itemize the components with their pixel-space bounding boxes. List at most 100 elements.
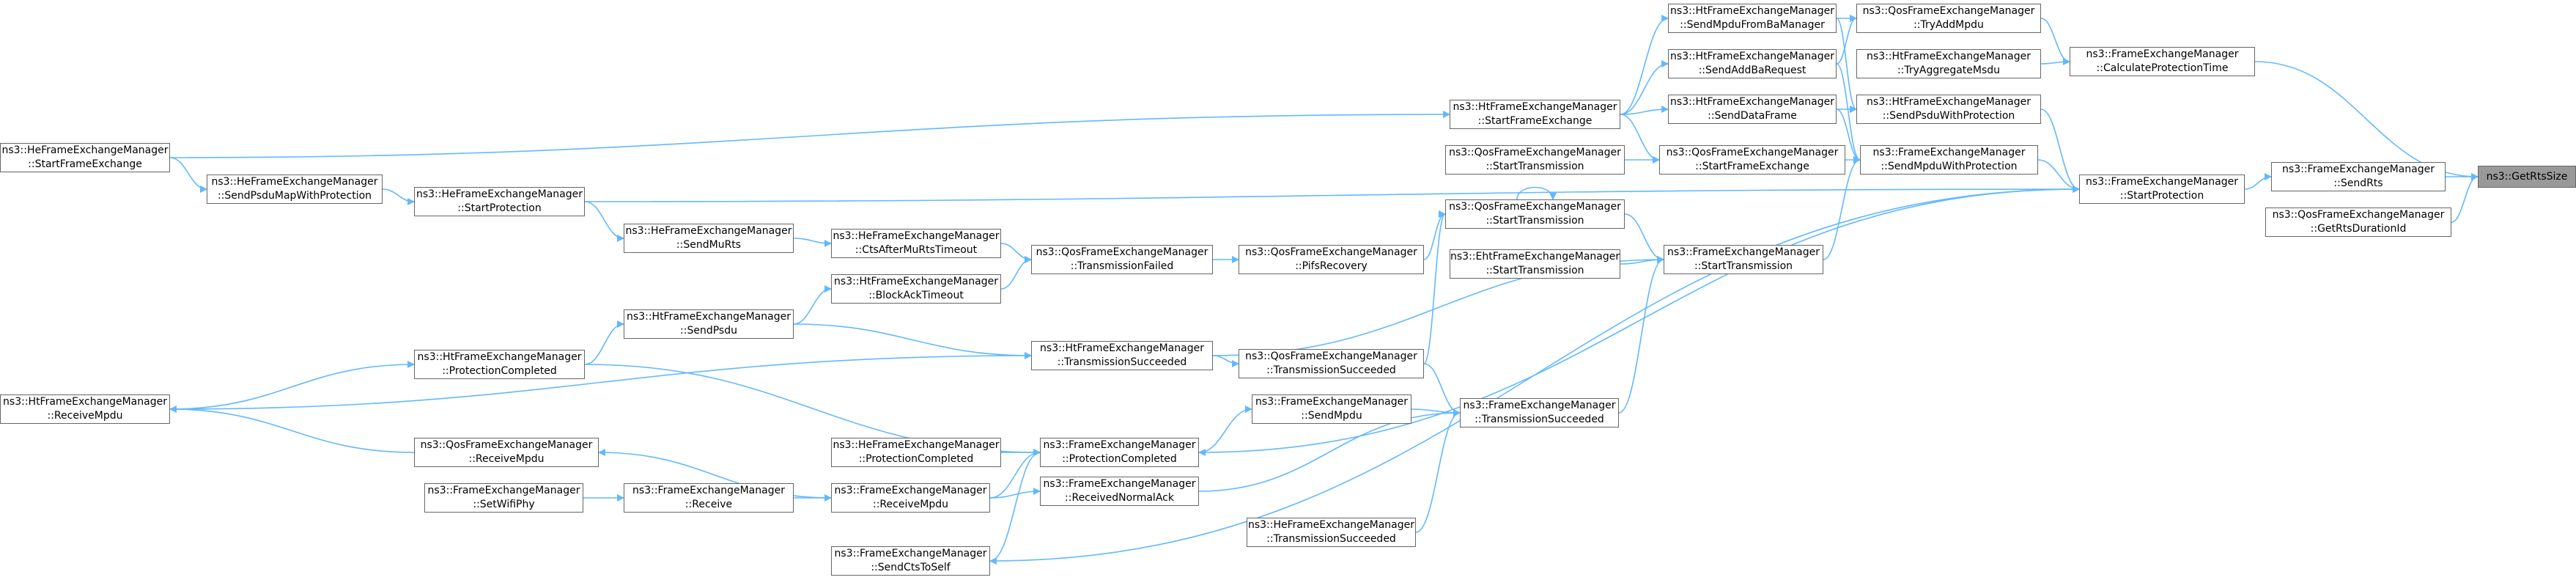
node-fe-prot-completed[interactable]: ns3::FrameExchangeManager::ProtectionCom… [1040, 438, 1199, 467]
node-method-label: ::TransmissionFailed [1070, 260, 1174, 272]
node-class-label: ns3::HeFrameExchangeManager [416, 188, 583, 200]
node-he-prot-completed[interactable]: ns3::HeFrameExchangeManager::ProtectionC… [831, 438, 1001, 467]
node-fe-send-mpdu-with-prot[interactable]: ns3::FrameExchangeManager::SendMpduWithP… [1860, 145, 2038, 175]
node-qos-start-trans2[interactable]: ns3::QosFrameExchangeManager::StartTrans… [1445, 145, 1625, 175]
edge-he-start-frame-exch-to-he-send-psdu-map [169, 157, 207, 193]
node-method-label: ::GetRtsDurationId [2310, 223, 2407, 235]
node-ht-send-add-ba[interactable]: ns3::HtFrameExchangeManager::SendAddBaRe… [1668, 49, 1837, 78]
node-qos-try-add-mpdu[interactable]: ns3::QosFrameExchangeManager::TryAddMpdu [1856, 4, 2041, 33]
node-ht-block-ack-timeout[interactable]: ns3::HtFrameExchangeManager::BlockAckTim… [831, 274, 1001, 304]
node-class-label: ns3::FrameExchangeManager [1255, 396, 1408, 408]
edge-he-trans-succ-to-fe-trans-succ [1415, 409, 1461, 533]
node-method-label: ::SendMpduWithProtection [1881, 161, 2018, 172]
node-ht-start-frame-exch[interactable]: ns3::HtFrameExchangeManager::StartFrameE… [1450, 100, 1620, 129]
node-method-label: ::StartProtection [457, 202, 542, 214]
node-method-label: ::TryAddMpdu [1913, 19, 1984, 31]
node-method-label: ::StartTransmission [1486, 215, 1584, 227]
node-he-start-frame-exch[interactable]: ns3::HeFrameExchangeManager::StartFrameE… [0, 143, 170, 172]
node-ht-send-data-frame[interactable]: ns3::HtFrameExchangeManager::SendDataFra… [1668, 95, 1837, 124]
node-method-label: ::SendAddBaRequest [1698, 65, 1806, 76]
node-fe-trans-succ[interactable]: ns3::FrameExchangeManager::TransmissionS… [1460, 398, 1619, 427]
node-ht-send-psdu[interactable]: ns3::HtFrameExchangeManager::SendPsdu [624, 309, 794, 339]
edge-ht-block-ack-timeout-to-qos-trans-failed [1000, 256, 1032, 290]
node-method-label: ::SendDataFrame [1708, 110, 1797, 122]
node-class-label: ns3::FrameExchangeManager [2086, 48, 2239, 60]
node-class-label: ns3::HtFrameExchangeManager [1670, 96, 1834, 108]
node-class-label: ns3::QosFrameExchangeManager [1245, 350, 1417, 362]
edge-he-start-frame-exch-to-ht-start-frame-exch [169, 111, 1450, 158]
node-fe-send-mpdu[interactable]: ns3::FrameExchangeManager::SendMpdu [1252, 394, 1411, 424]
node-fe-recv-normal-ack[interactable]: ns3::FrameExchangeManager::ReceivedNorma… [1040, 477, 1199, 506]
node-class-label: ns3::HtFrameExchangeManager [1040, 342, 1204, 354]
node-he-trans-succ[interactable]: ns3::HeFrameExchangeManager::Transmissio… [1247, 518, 1416, 547]
node-ht-trans-succ[interactable]: ns3::HtFrameExchangeManager::Transmissio… [1031, 341, 1213, 370]
edge-fe-start-trans-to-fe-send-mpdu-with-prot [1823, 156, 1861, 260]
node-fe-start-trans[interactable]: ns3::FrameExchangeManager::StartTransmis… [1664, 245, 1823, 274]
node-method-label: ::TransmissionSucceeded [1266, 533, 1396, 545]
node-class-label: ns3::FrameExchangeManager [834, 485, 987, 496]
edge-fe-calc-prot-time-to-root [2254, 61, 2479, 180]
edge-qos-get-rts-duration-id-to-root [2451, 173, 2479, 223]
node-ht-send-mpdu-from-ba[interactable]: ns3::HtFrameExchangeManager::SendMpduFro… [1668, 4, 1837, 33]
node-class-label: ns3::HeFrameExchangeManager [625, 225, 792, 237]
node-qos-start-frame-exch[interactable]: ns3::QosFrameExchangeManager::StartFrame… [1659, 145, 1845, 175]
node-qos-receive-mpdu[interactable]: ns3::QosFrameExchangeManager::ReceiveMpd… [414, 438, 599, 467]
node-ht-prot-completed[interactable]: ns3::HtFrameExchangeManager::ProtectionC… [414, 350, 585, 379]
node-class-label: ns3::HtFrameExchangeManager [1453, 101, 1617, 113]
node-method-label: ::StartFrameExchange [1477, 115, 1593, 127]
node-class-label: ns3::FrameExchangeManager [1463, 400, 1616, 411]
edge-fe-start-protection-to-send-rts [2244, 173, 2272, 190]
node-method-label: ::SendCtsToSelf [871, 562, 951, 573]
node-method-label: ::TransmissionSucceeded [1475, 414, 1604, 425]
node-he-cts-after-mu-rts[interactable]: ns3::HeFrameExchangeManager::CtsAfterMuR… [831, 229, 1001, 258]
node-method-label: ::SendPsduWithProtection [1882, 110, 2015, 122]
node-class-label: ns3::HtFrameExchangeManager [1867, 96, 2031, 108]
node-fe-receive-mpdu[interactable]: ns3::FrameExchangeManager::ReceiveMpdu [831, 483, 990, 513]
node-class-label: ns3::GetRtsSize [2486, 170, 2568, 183]
node-class-label: ns3::QosFrameExchangeManager [1245, 246, 1417, 258]
edge-ht-receive-mpdu-to-ht-prot-completed [169, 361, 415, 410]
edge-fe-start-protection-to-fe-prot-completed [1198, 188, 2080, 456]
edge-ht-send-add-ba-to-qos-try-add-mpdu [1836, 15, 1857, 65]
node-class-label: ns3::HeFrameExchangeManager [833, 439, 1000, 451]
node-class-label: ns3::FrameExchangeManager [1043, 478, 1196, 490]
node-ht-try-agg-msdu[interactable]: ns3::HtFrameExchangeManager::TryAggregat… [1856, 49, 2041, 78]
node-ht-send-psdu-with-prot[interactable]: ns3::HtFrameExchangeManager::SendPsduWit… [1856, 95, 2041, 124]
edge-ht-start-frame-exch-to-ht-send-data-frame [1620, 106, 1669, 115]
node-class-label: ns3::QosFrameExchangeManager [2272, 209, 2445, 221]
node-he-send-psdu-map[interactable]: ns3::HeFrameExchangeManager::SendPsduMap… [207, 175, 383, 204]
node-class-label: ns3::FrameExchangeManager [1872, 147, 2026, 158]
node-qos-start-trans[interactable]: ns3::QosFrameExchangeManager::StartTrans… [1445, 199, 1625, 229]
node-class-label: ns3::QosFrameExchangeManager [1449, 201, 1621, 213]
node-method-label: ::ProtectionCompleted [1062, 453, 1177, 465]
node-method-label: ::SendMpdu [1301, 410, 1362, 422]
node-method-label: ::SendPsdu [680, 325, 737, 337]
node-method-label: ::StartProtection [2119, 190, 2204, 202]
node-ht-receive-mpdu[interactable]: ns3::HtFrameExchangeManager::ReceiveMpdu [0, 394, 170, 424]
node-method-label: ::ReceiveMpdu [47, 410, 123, 422]
node-qos-get-rts-duration-id[interactable]: ns3::QosFrameExchangeManager::GetRtsDura… [2265, 208, 2451, 237]
edge-ht-send-psdu-to-ht-trans-succ [793, 323, 1032, 359]
node-qos-trans-succ[interactable]: ns3::QosFrameExchangeManager::Transmissi… [1239, 349, 1424, 378]
node-eht-start-trans[interactable]: ns3::EhtFrameExchangeManager::StartTrans… [1450, 249, 1620, 279]
node-fe-set-wifi-phy[interactable]: ns3::FrameExchangeManager::SetWifiPhy [424, 483, 583, 513]
node-class-label: ns3::QosFrameExchangeManager [1666, 147, 1839, 158]
node-class-label: ns3::HtFrameExchangeManager [3, 396, 167, 408]
edge-qos-trans-succ-to-qos-start-trans [1423, 210, 1446, 364]
node-he-start-protection[interactable]: ns3::HeFrameExchangeManager::StartProtec… [414, 187, 585, 216]
node-fe-calc-prot-time[interactable]: ns3::FrameExchangeManager::CalculateProt… [2070, 47, 2255, 76]
node-fe-receive[interactable]: ns3::FrameExchangeManager::Receive [624, 483, 794, 513]
edge-ht-start-frame-exch-to-qos-start-frame-exch [1620, 114, 1660, 164]
node-class-label: ns3::HtFrameExchangeManager [1670, 51, 1834, 62]
node-fe-start-protection[interactable]: ns3::FrameExchangeManager::StartProtecti… [2079, 175, 2245, 204]
node-method-label: ::StartFrameExchange [28, 158, 142, 170]
node-send-rts[interactable]: ns3::FrameExchangeManager::SendRts [2271, 162, 2446, 191]
node-fe-pifs-recovery[interactable]: ns3::QosFrameExchangeManager::PifsRecove… [1239, 245, 1424, 274]
edge-fe-send-cts-to-self-to-fe-prot-completed [989, 449, 1041, 562]
node-he-send-mu-rts[interactable]: ns3::HeFrameExchangeManager::SendMuRts [624, 224, 794, 253]
node-fe-send-cts-to-self[interactable]: ns3::FrameExchangeManager::SendCtsToSelf [831, 546, 990, 576]
node-qos-trans-failed[interactable]: ns3::QosFrameExchangeManager::Transmissi… [1031, 245, 1213, 274]
node-method-label: ::ProtectionCompleted [858, 453, 974, 465]
edge-qos-start-trans-to-fe-start-trans [1624, 213, 1664, 263]
